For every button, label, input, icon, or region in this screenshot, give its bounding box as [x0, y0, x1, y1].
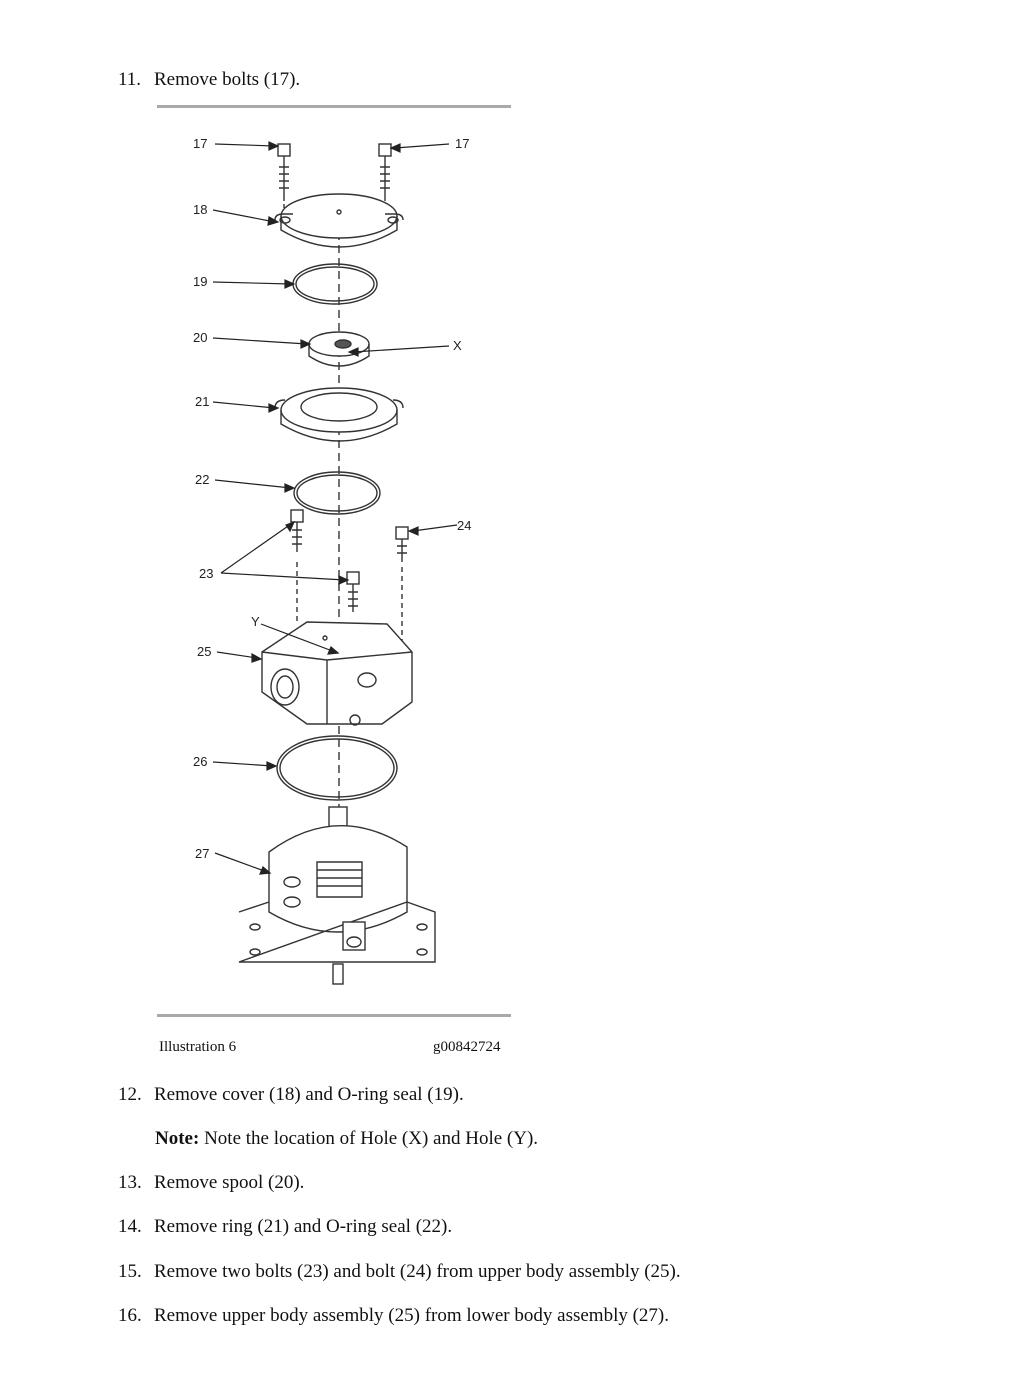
note-label: Note:	[155, 1128, 200, 1149]
step-text: Remove bolts (17).	[154, 69, 301, 90]
step-text: Remove spool (20).	[154, 1172, 305, 1193]
step-14: 14. Remove ring (21) and O-ring seal (22)…	[118, 1215, 452, 1239]
note: Note: Note the location of Hole (X) and …	[155, 1127, 538, 1151]
callout-26: 26	[193, 754, 207, 769]
callout-22: 22	[195, 472, 209, 487]
callout-17-right: 17	[455, 136, 469, 151]
step-16: 16. Remove upper body assembly (25) from …	[118, 1304, 669, 1328]
exploded-view-illustration: 17 17 18 19 20 X 21 22 24 23 Y 25 26 27	[157, 112, 511, 1012]
step-text: Remove upper body assembly (25) from low…	[154, 1305, 670, 1326]
callout-23: 23	[199, 566, 213, 581]
step-text: Remove two bolts (23) and bolt (24) from…	[154, 1261, 681, 1282]
callout-17-left: 17	[193, 136, 207, 151]
callout-y: Y	[251, 614, 260, 629]
step-number: 11.	[118, 69, 142, 90]
step-number: 13.	[118, 1172, 142, 1193]
callout-20: 20	[193, 330, 207, 345]
figure-reference-id: g00842724	[433, 1039, 501, 1055]
step-number: 16.	[118, 1305, 142, 1326]
step-number: 12.	[118, 1084, 142, 1105]
figure-top-rule	[157, 105, 511, 108]
step-number: 14.	[118, 1216, 142, 1237]
callout-24: 24	[457, 518, 471, 533]
step-13: 13. Remove spool (20).	[118, 1171, 304, 1195]
note-text: Note the location of Hole (X) and Hole (…	[199, 1128, 539, 1149]
callout-25: 25	[197, 644, 211, 659]
step-15: 15. Remove two bolts (23) and bolt (24) f…	[118, 1260, 681, 1284]
callout-27: 27	[195, 846, 209, 861]
exploded-view-drawing: 17 17 18 19 20 X 21 22 24 23 Y 25 26 27	[193, 136, 471, 985]
callout-x: X	[453, 338, 462, 353]
figure-bottom-rule	[157, 1014, 511, 1017]
step-text: Remove ring (21) and O-ring seal (22).	[154, 1216, 453, 1237]
step-number: 15.	[118, 1261, 142, 1282]
callout-21: 21	[195, 394, 209, 409]
step-text: Remove cover (18) and O-ring seal (19).	[154, 1084, 464, 1105]
step-12: 12. Remove cover (18) and O-ring seal (19…	[118, 1083, 464, 1107]
step-11: 11. Remove bolts (17).	[118, 68, 300, 92]
callout-18: 18	[193, 202, 207, 217]
figure-caption: Illustration 6	[159, 1039, 237, 1055]
callout-19: 19	[193, 274, 207, 289]
